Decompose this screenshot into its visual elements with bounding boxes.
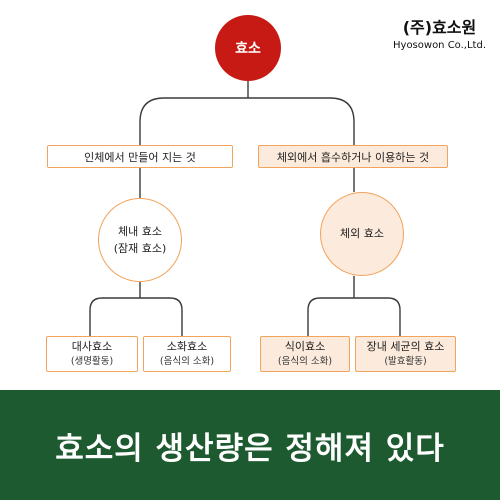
headline-banner: 효소의 생산량은 정해져 있다 [0,390,500,500]
connector-top-split [139,97,355,145]
leaf-title: 장내 세균의 효소 [366,339,445,353]
headline-text: 효소의 생산량은 정해져 있다 [55,430,445,467]
node-external-enzyme: 체외 효소 [320,192,404,276]
leaf-subtitle: (발효활동) [384,356,427,368]
company-name-korean: (주)효소원 [402,18,477,37]
connector-left-split [89,297,183,336]
branch-label-external: 체외에서 흡수하거나 이용하는 것 [258,145,448,168]
leaf-digestive-enzyme: 소화효소 (음식의 소화) [143,336,231,372]
leaf-title: 대사효소 [71,339,113,353]
leaf-gut-bacteria-enzyme: 장내 세균의 효소 (발효활동) [355,336,456,372]
node-internal-enzyme: 체내 효소 (잠재 효소) [98,198,182,282]
company-name-english: Hyosowon Co.,Ltd. [393,40,486,51]
root-node: 효소 [215,15,281,81]
leaf-dietary-enzyme: 식이효소 (음식의 소화) [260,336,350,372]
branch-label-internal: 인체에서 만들어 지는 것 [47,145,233,168]
node-external-enzyme-title: 체외 효소 [340,227,384,241]
node-internal-enzyme-title: 체내 효소 [118,224,162,238]
leaf-title: 식이효소 [284,339,326,353]
connector-right-split [307,297,401,336]
leaf-subtitle: (음식의 소화) [277,356,333,368]
node-internal-enzyme-subtitle: (잠재 효소) [113,242,167,255]
leaf-metabolic-enzyme: 대사효소 (생명활동) [46,336,138,372]
company-brand: (주)효소원 Hyosowon Co.,Ltd. [393,14,486,51]
leaf-subtitle: (생명활동) [70,356,114,368]
leaf-subtitle: (음식의 소화) [159,356,215,368]
leaf-title: 소화효소 [166,339,208,353]
